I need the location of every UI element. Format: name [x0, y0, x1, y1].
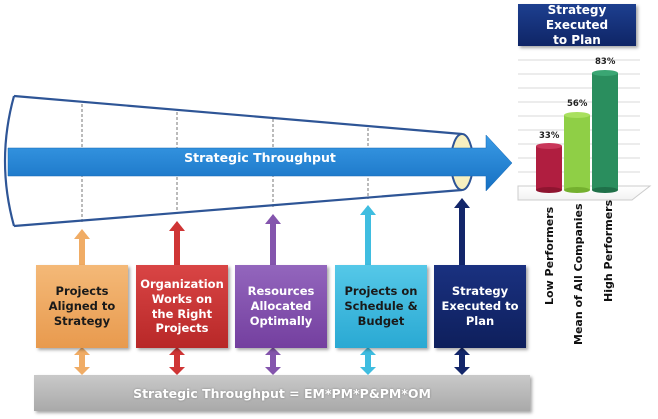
box-projects-aligned: Projects Aligned to Strategy [36, 265, 128, 348]
category-label-high: High Performers [602, 199, 615, 302]
bar-value-high: 83% [595, 57, 616, 67]
strategic-throughput-label: Strategic Throughput [184, 150, 336, 165]
box-label: Strategy Executed to Plan [441, 284, 519, 328]
throughput-arrow [7, 134, 513, 192]
bar-low-performers [536, 143, 562, 193]
chart-title-text: Strategy Executed to Plan [545, 2, 609, 47]
box-organization-works: Organization Works on the Right Projects [136, 265, 228, 348]
bar-mean-of-all-companies [564, 112, 590, 193]
double-arrows [74, 347, 470, 375]
category-label-low: Low Performers [543, 206, 556, 305]
box-resources-allocated: Resources Allocated Optimally [235, 265, 327, 348]
up-arrows [74, 198, 470, 265]
bar-high-performers [592, 70, 618, 193]
box-label: Projects on Schedule & Budget [344, 284, 418, 328]
chart-title: Strategy Executed to Plan [518, 2, 636, 47]
box-projects-on-schedule: Projects on Schedule & Budget [335, 265, 427, 348]
bar-value-mean: 56% [567, 99, 588, 109]
box-label: Organization Works on the Right Projects [140, 276, 224, 336]
category-label-mean: Mean of All Companies [572, 203, 585, 345]
formula-bar: Strategic Throughput = EM*PM*P&PM*OM [34, 375, 530, 411]
box-label: Projects Aligned to Strategy [48, 284, 116, 328]
box-strategy-executed: Strategy Executed to Plan [434, 265, 526, 348]
box-label: Resources Allocated Optimally [247, 284, 315, 328]
bar-value-low: 33% [539, 131, 560, 141]
